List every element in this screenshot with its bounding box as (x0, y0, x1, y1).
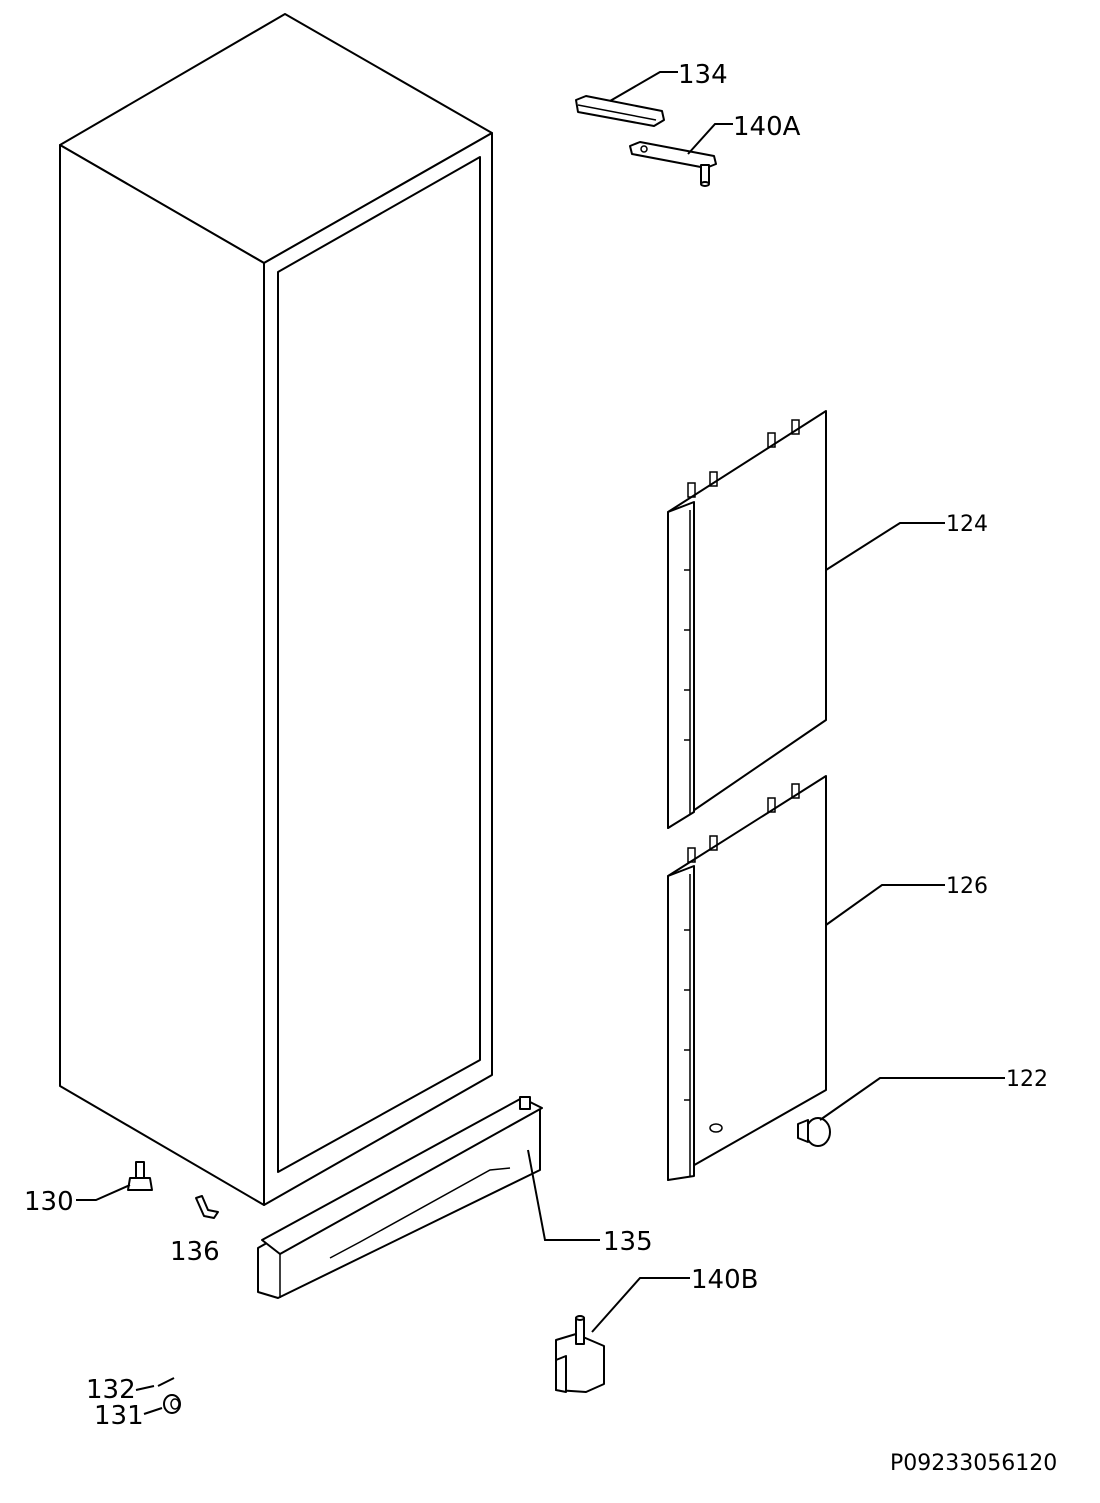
callout-130: 130 (24, 1187, 74, 1217)
callout-136: 136 (170, 1237, 220, 1267)
leader-131 (143, 1407, 163, 1415)
cabinet (59, 13, 493, 1206)
part-135-plinth (257, 1096, 543, 1299)
callout-140b: 140B (691, 1265, 758, 1295)
leader-135 (527, 1149, 600, 1241)
part-126-lower-door (667, 775, 827, 1181)
callout-140a: 140A (733, 112, 801, 142)
part-134-hinge-cover (575, 95, 665, 127)
callout-122: 122 (1006, 1067, 1048, 1092)
leader-124 (825, 522, 945, 571)
drawing-code: P09233056120 (890, 1451, 1057, 1476)
leader-140a (687, 123, 733, 155)
leader-134 (609, 71, 678, 102)
callout-132: 132 (86, 1375, 136, 1405)
cabinet-side (59, 144, 265, 1206)
part-140b-bottom-hinge (555, 1315, 605, 1393)
leader-140b (591, 1277, 690, 1333)
callout-126: 126 (946, 874, 988, 899)
callout-124: 124 (946, 512, 988, 537)
cabinet-door-panel (277, 156, 481, 1173)
callout-131: 131 (94, 1401, 144, 1431)
part-122-cap (797, 1117, 831, 1147)
leader-130 (76, 1184, 131, 1201)
part-131-cap (163, 1394, 181, 1414)
leader-126 (825, 884, 945, 926)
callout-135: 135 (603, 1227, 653, 1257)
part-136-clip (195, 1195, 219, 1219)
callout-134: 134 (678, 60, 728, 90)
part-132-pin (157, 1377, 175, 1387)
part-130-foot (127, 1161, 153, 1191)
leader-132 (135, 1385, 155, 1391)
part-124-upper-door (667, 410, 827, 829)
leader-122 (819, 1077, 1005, 1121)
part-140a-top-hinge (629, 141, 717, 187)
